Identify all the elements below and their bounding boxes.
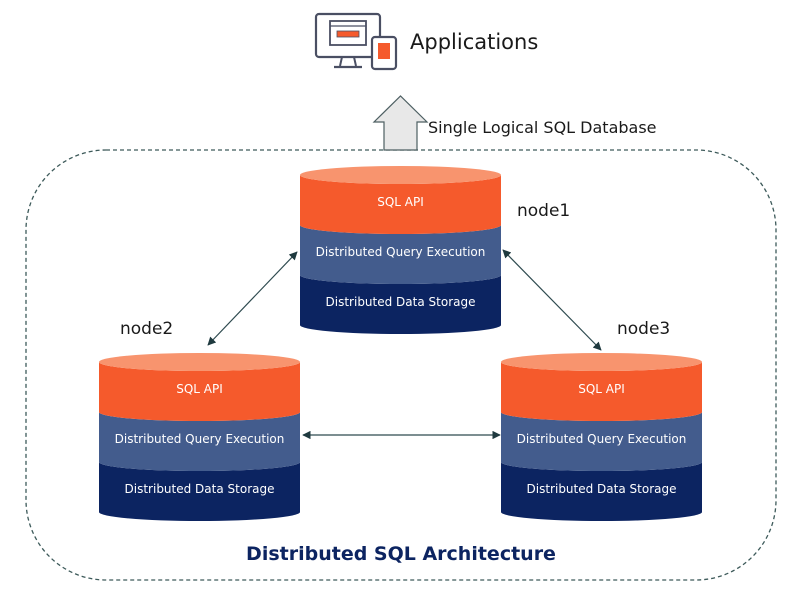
applications-label: Applications [410, 30, 538, 54]
node1-label: node1 [517, 201, 570, 221]
node3-query-execution-layer [501, 412, 702, 471]
node3-sql-api-layer-label: SQL API [578, 382, 625, 396]
node3-data-storage-layer [501, 462, 702, 521]
node1-data-storage-layer-label: Distributed Data Storage [326, 295, 476, 309]
connection-node1-node3 [502, 249, 602, 351]
up-arrow-icon [372, 95, 429, 151]
desktop-and-tablet-icon [314, 12, 398, 71]
node1-sql-api-layer-label: SQL API [377, 195, 424, 209]
diagram-title: Distributed SQL Architecture [246, 543, 556, 565]
flow-arrow-label: Single Logical SQL Database [428, 118, 657, 137]
node1-cylinder: SQL API Distributed Query ExecutionDistri… [300, 166, 501, 334]
node2-cylinder: SQL API Distributed Query ExecutionDistri… [99, 353, 300, 521]
node2-query-execution-layer [99, 412, 300, 471]
node3-label: node3 [617, 319, 670, 339]
node1-query-execution-layer [300, 225, 501, 284]
node1-cylinder-top [300, 166, 501, 184]
node2-cylinder-top [99, 353, 300, 371]
node1-data-storage-layer [300, 275, 501, 334]
node3-cylinder: SQL API Distributed Query ExecutionDistri… [501, 353, 702, 521]
node2-data-storage-layer [99, 462, 300, 521]
node1-sql-api-layer [300, 175, 501, 234]
node2-query-execution-layer-label: Distributed Query Execution [115, 432, 285, 446]
node2-data-storage-layer-label: Distributed Data Storage [125, 482, 275, 496]
connection-node1-node2 [207, 251, 298, 346]
node3-query-execution-layer-label: Distributed Query Execution [517, 432, 687, 446]
node2-label: node2 [120, 319, 173, 339]
node3-cylinder-top [501, 353, 702, 371]
node2-sql-api-layer-label: SQL API [176, 382, 223, 396]
node3-sql-api-layer [501, 362, 702, 421]
node3-data-storage-layer-label: Distributed Data Storage [527, 482, 677, 496]
node2-sql-api-layer [99, 362, 300, 421]
node1-query-execution-layer-label: Distributed Query Execution [316, 245, 486, 259]
